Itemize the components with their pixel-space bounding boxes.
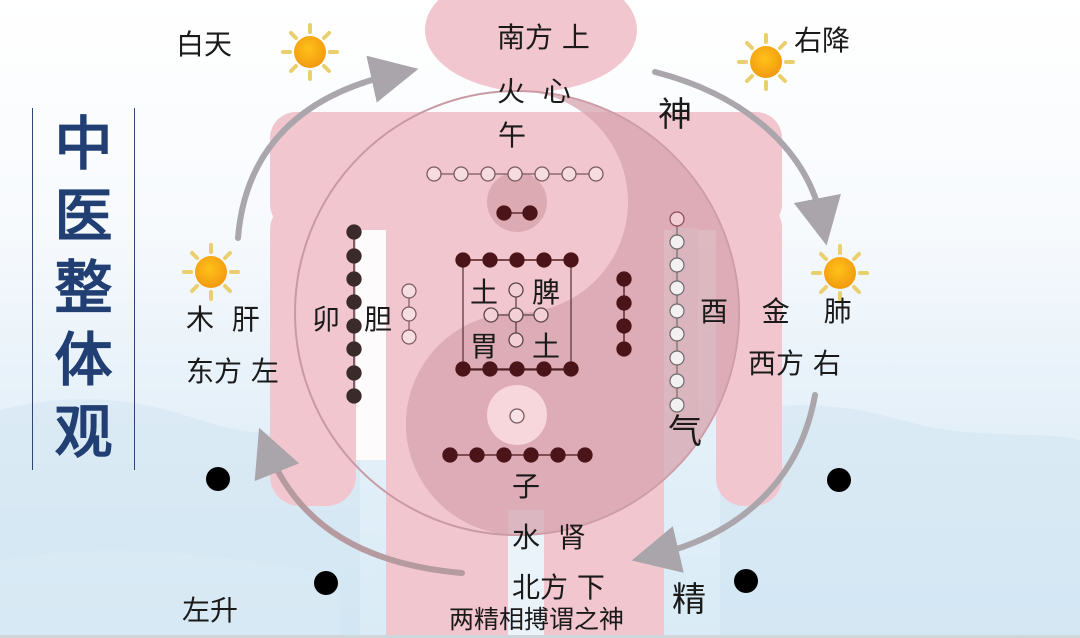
title-char: 体 (54, 326, 113, 394)
label-you-metal-lung: 酉 金 肺 (700, 295, 852, 328)
label-east-left: 东方 左 (186, 355, 279, 388)
title-char: 医 (54, 182, 113, 250)
label-water-kidney: 水 肾 (512, 521, 586, 554)
filled-chain-right (616, 271, 632, 357)
black-dot-icon (314, 571, 338, 595)
arrow-top-to-right (652, 69, 841, 246)
label-west-right: 西方 右 (748, 347, 841, 380)
black-dot-icon (206, 467, 230, 491)
label-jing: 精 (672, 580, 706, 620)
label-right-descend: 右降 (794, 24, 851, 57)
sun-icon (281, 23, 339, 81)
label-branch-mao: 卯 (312, 303, 341, 336)
label-stomach: 胃 (470, 330, 499, 363)
label-shen: 神 (658, 95, 692, 135)
label-branch-zi: 子 (512, 470, 541, 503)
label-branch-wu: 午 (498, 119, 527, 152)
sun-icon (737, 33, 795, 91)
label-left-ascend: 左升 (182, 594, 239, 627)
label-daytime: 白天 (176, 28, 233, 61)
label-north-down: 北方 下 (512, 571, 605, 604)
label-spleen: 脾 (532, 276, 561, 309)
arrow-bottom-to-left (254, 427, 465, 576)
arrow-right-to-bottom (631, 392, 818, 573)
center-earth-square (455, 252, 579, 377)
title-char: 整 (54, 254, 113, 322)
arrow-left-up-to-top (235, 55, 419, 241)
hollow-chain-right (669, 211, 685, 413)
cycle-arrows (235, 55, 841, 576)
vertical-title: 中 医 整 体 观 (32, 108, 135, 470)
yin-yang (294, 90, 740, 536)
title-char: 中 (54, 110, 113, 178)
black-dot-icon (827, 468, 851, 492)
bottom-border (0, 635, 1080, 638)
label-earth-1: 土 (470, 276, 499, 309)
title-char: 观 (54, 398, 113, 466)
label-wood-liver: 木 肝 (186, 303, 260, 336)
label-gallbladder: 胆 (364, 303, 393, 336)
sun-icon (182, 243, 240, 301)
caption-two-essences: 两精相搏谓之神 (449, 605, 625, 634)
label-fire-heart: 火 心 (497, 75, 571, 108)
sun-icon (811, 244, 869, 302)
dark-chain-left (346, 224, 362, 404)
hollow-dot-bottom (509, 408, 525, 424)
label-qi: 气 (668, 412, 702, 452)
filled-pair-top (496, 205, 538, 221)
filled-chain-bottom (442, 447, 593, 463)
label-earth-2: 土 (532, 330, 561, 363)
label-south-up: 南方 上 (497, 21, 590, 54)
hollow-chain-top (426, 166, 604, 182)
hollow-chain-gallbladder (401, 283, 417, 345)
black-dot-icon (734, 569, 758, 593)
